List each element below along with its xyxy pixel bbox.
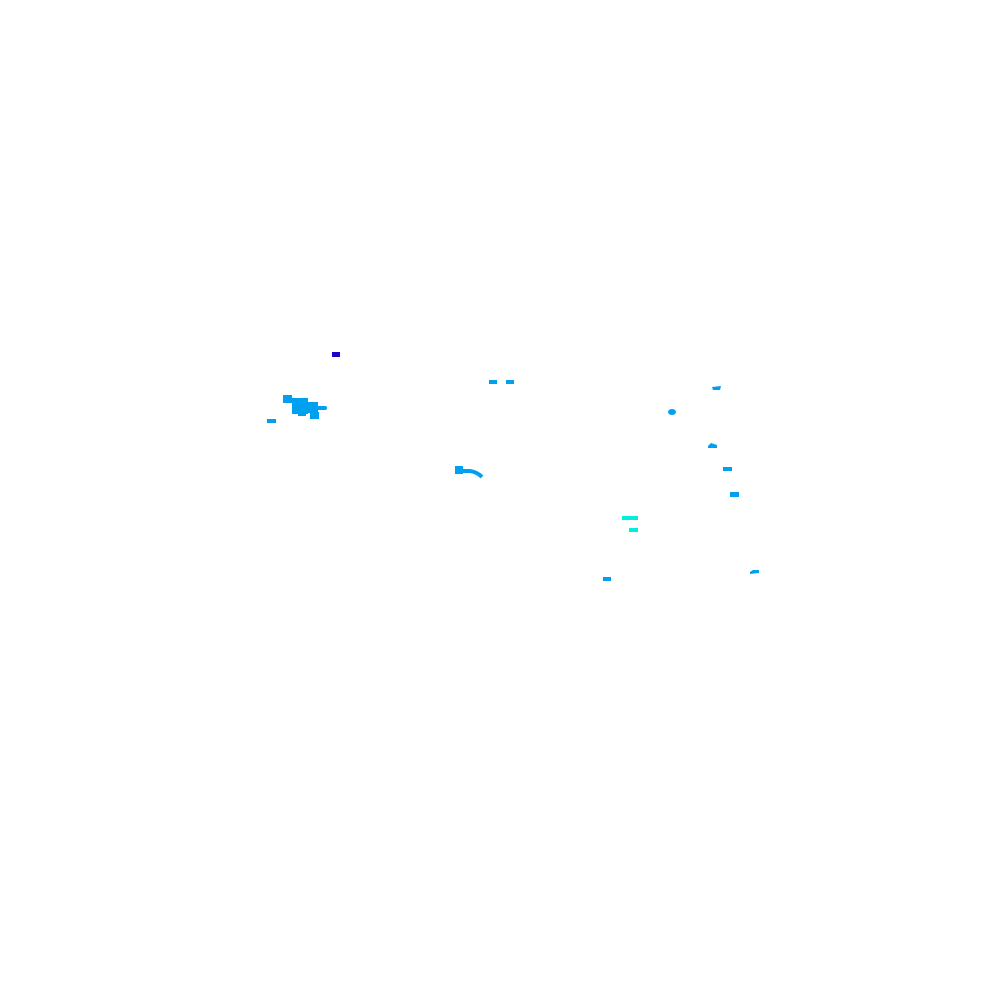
- hook-arc: [455, 469, 484, 479]
- marker-east-3: [708, 443, 717, 448]
- marker-cyan-a: [622, 516, 638, 520]
- cluster-west-patch-e: [316, 406, 327, 410]
- marker-east-4: [723, 467, 732, 471]
- cluster-west-patch-d: [310, 412, 319, 419]
- marker-hook: [455, 466, 484, 479]
- marker-cyan-b: [629, 528, 638, 532]
- marker-cluster-west: [283, 395, 327, 419]
- marker-deep-blue: [332, 352, 340, 357]
- marker-south-a: [603, 577, 611, 581]
- cluster-west-patch-b: [292, 398, 308, 414]
- cluster-west-patch-a: [283, 395, 292, 403]
- marker-east-5: [730, 492, 739, 497]
- marker-west-small: [267, 419, 276, 423]
- marker-north-a: [489, 380, 497, 384]
- marker-east-1: [712, 386, 721, 390]
- cluster-west-patch-f: [298, 412, 306, 416]
- marker-north-b: [506, 380, 514, 384]
- marker-south-b: [750, 570, 759, 574]
- marker-east-2: [668, 409, 676, 415]
- cluster-west-patch-c: [307, 402, 318, 413]
